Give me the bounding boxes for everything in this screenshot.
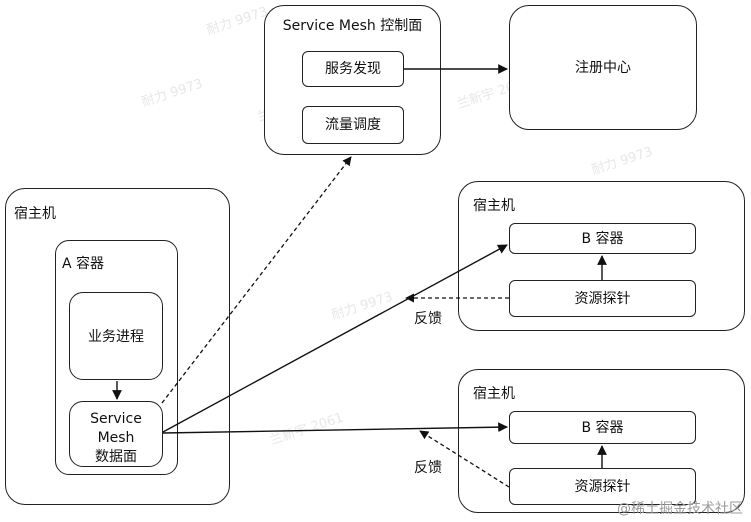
host-bottom-right-title: 宿主机 xyxy=(473,386,515,402)
feedback-top-label: 反馈 xyxy=(414,311,442,327)
host-top-right-title: 宿主机 xyxy=(473,198,515,214)
traffic-scheduling-box: 流量调度 xyxy=(302,106,404,144)
container-b-top-box: B 容器 xyxy=(509,223,696,254)
container-a-title: A 容器 xyxy=(62,256,105,272)
data-plane-box: Service Mesh 数据面 xyxy=(69,401,163,467)
probe-bottom-box: 资源探针 xyxy=(509,468,696,505)
probe-bottom-label: 资源探针 xyxy=(574,479,631,495)
footer-watermark: @稀土掘金技术社区 xyxy=(617,501,743,517)
watermark: 耐力 9973 xyxy=(329,289,395,324)
watermark: 耐力 9973 xyxy=(589,144,655,179)
watermark: 耐力 9973 xyxy=(139,76,205,111)
traffic-scheduling-label: 流量调度 xyxy=(325,117,381,133)
registry-box: 注册中心 xyxy=(509,5,697,130)
host-left-title: 宿主机 xyxy=(14,206,56,222)
control-plane-title: Service Mesh 控制面 xyxy=(282,18,423,34)
service-discovery-label: 服务发现 xyxy=(325,61,381,77)
feedback-bottom-label: 反馈 xyxy=(414,460,442,476)
container-b-top-label: B 容器 xyxy=(581,231,624,247)
business-process-box: 业务进程 xyxy=(69,292,163,380)
service-discovery-box: 服务发现 xyxy=(302,51,404,87)
container-b-bottom-label: B 容器 xyxy=(581,420,624,436)
registry-label: 注册中心 xyxy=(575,60,631,76)
probe-top-box: 资源探针 xyxy=(509,280,696,317)
data-plane-label-line2: Mesh xyxy=(97,430,135,446)
container-b-bottom-box: B 容器 xyxy=(509,411,696,444)
watermark: 兰新宇 2061 xyxy=(268,410,346,449)
watermark: 耐力 9973 xyxy=(204,4,270,39)
business-process-label: 业务进程 xyxy=(88,329,144,345)
probe-top-label: 资源探针 xyxy=(574,291,631,307)
data-plane-label-line1: Service xyxy=(90,411,142,427)
data-plane-label-line3: 数据面 xyxy=(95,449,137,465)
